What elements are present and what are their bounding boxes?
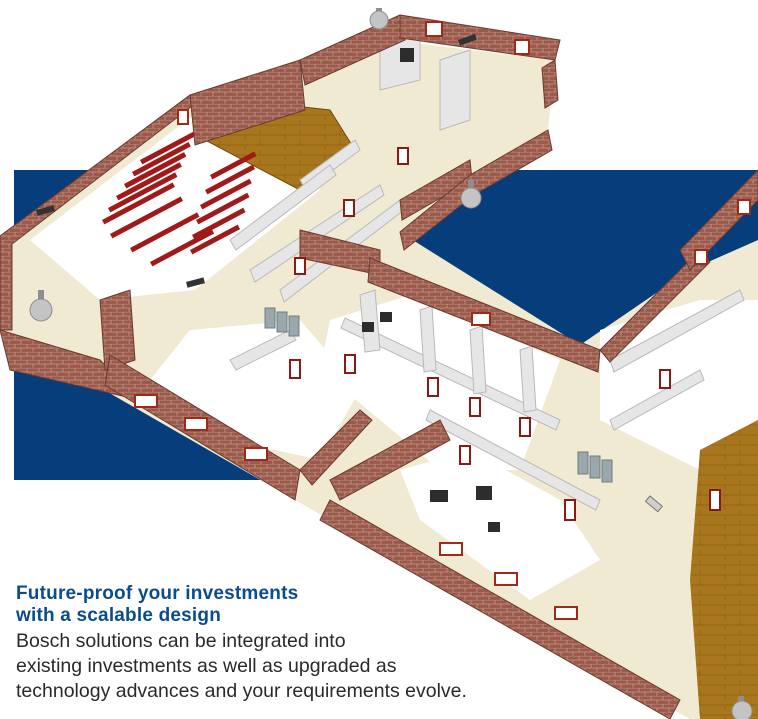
- control-desk-icon: [476, 486, 492, 500]
- door-icon: [564, 499, 576, 521]
- window-icon: [425, 21, 443, 37]
- auditorium-seats: [102, 131, 257, 267]
- server-rack-icon: [601, 459, 613, 483]
- window-icon: [134, 394, 158, 408]
- server-rack-icon: [589, 455, 601, 479]
- window-icon: [184, 417, 208, 431]
- security-camera-icon: [458, 33, 477, 46]
- dome-camera-icon: [731, 696, 753, 719]
- security-camera-icon: [36, 205, 55, 216]
- doors: [289, 147, 721, 521]
- window-icon: [737, 199, 751, 215]
- headline: Future-proof your investments with a sca…: [16, 583, 756, 627]
- window-icon: [494, 572, 518, 586]
- window-icon: [554, 606, 578, 620]
- headline-line-2: with a scalable design: [16, 605, 222, 626]
- door-icon: [344, 354, 356, 374]
- control-desks: [362, 48, 500, 532]
- door-icon: [294, 257, 306, 275]
- wooden-floor: [690, 420, 758, 719]
- server-rack-icon: [577, 451, 589, 475]
- security-camera-icon: [644, 495, 663, 513]
- body-line-3: technology advances and your requirement…: [16, 680, 467, 702]
- control-desk-icon: [488, 522, 500, 532]
- door-icon: [459, 445, 471, 465]
- control-desk-icon: [400, 48, 414, 62]
- window-icon: [439, 542, 463, 556]
- body-line-1: Bosch solutions can be integrated into: [16, 630, 346, 652]
- door-icon: [519, 417, 531, 437]
- dome-camera-icon: [460, 180, 482, 209]
- door-icon: [397, 147, 409, 165]
- dome-camera-icon: [29, 290, 53, 322]
- control-desk-icon: [430, 490, 448, 502]
- security-camera-icon: [186, 277, 205, 288]
- headline-line-1: Future-proof your investments: [16, 583, 299, 604]
- door-icon: [343, 199, 355, 217]
- window-icon: [177, 109, 189, 125]
- door-icon: [289, 359, 301, 379]
- door-icon: [469, 397, 481, 417]
- windows: [134, 21, 751, 620]
- door-icon: [427, 377, 439, 397]
- window-icon: [244, 447, 268, 461]
- control-desk-icon: [362, 322, 374, 332]
- body-copy: Bosch solutions can be integrated into e…: [16, 629, 756, 704]
- control-desk-icon: [380, 312, 392, 322]
- server-rack-icon: [276, 311, 288, 333]
- cameras: [29, 8, 753, 719]
- window-icon: [514, 39, 530, 55]
- server-rack-icon: [264, 307, 276, 329]
- server-rack-icon: [288, 315, 300, 337]
- window-icon: [694, 249, 708, 265]
- door-icon: [709, 489, 721, 511]
- interior-walls: [229, 24, 745, 511]
- window-icon: [471, 312, 491, 326]
- door-icon: [659, 369, 671, 389]
- body-line-2: existing investments as well as upgraded…: [16, 655, 397, 677]
- dome-camera-icon: [369, 8, 389, 30]
- caption-block: Future-proof your investments with a sca…: [16, 583, 756, 704]
- server-racks: [264, 307, 613, 483]
